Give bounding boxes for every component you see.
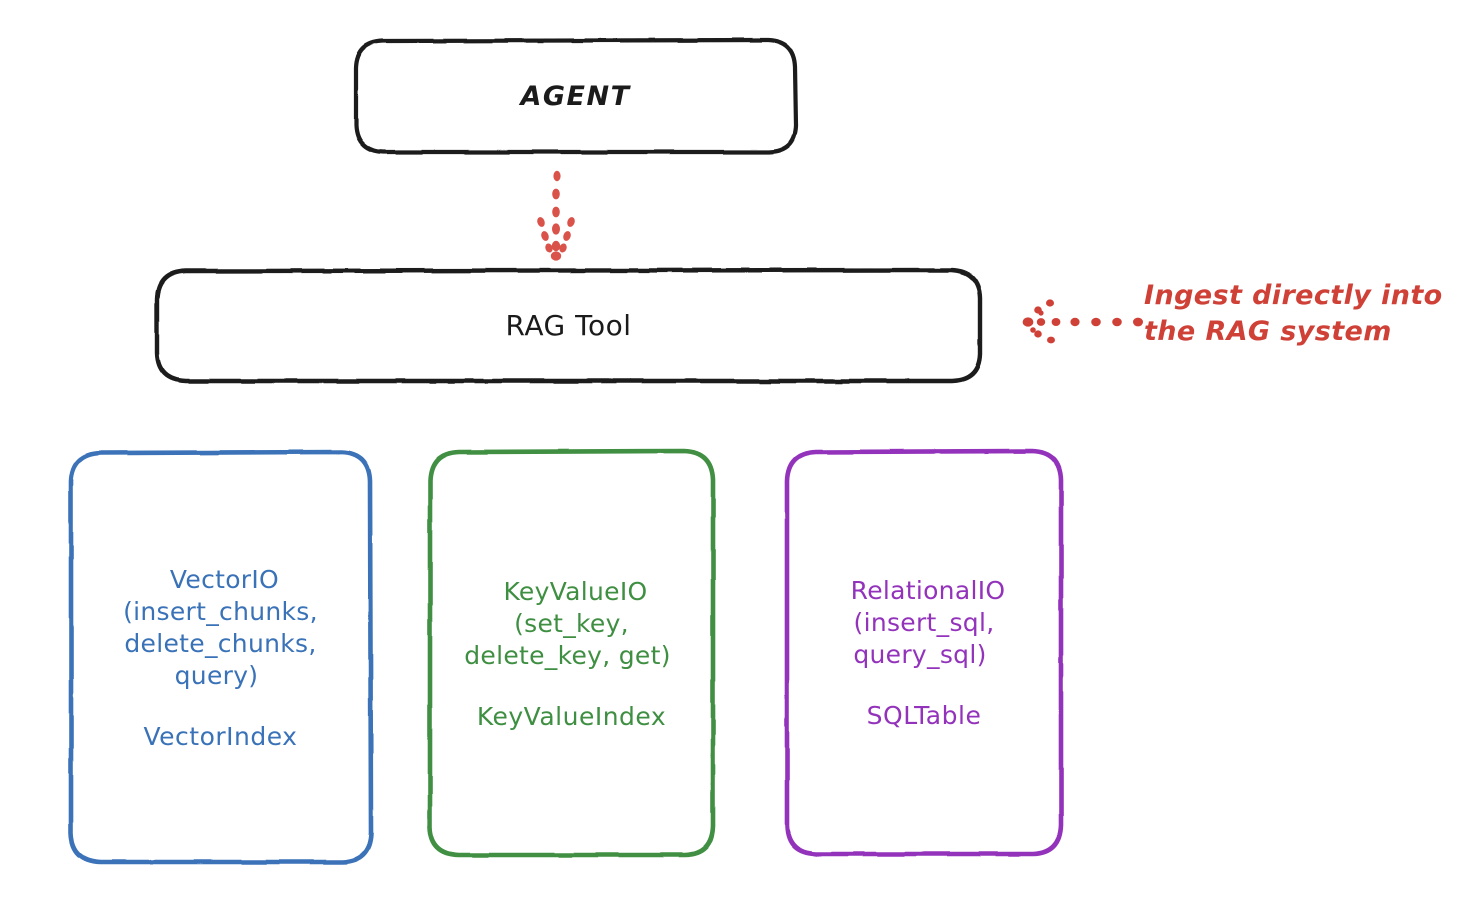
- key-value-io-node[interactable]: KeyValueIO (set_key, delete_key, get) Ke…: [429, 450, 714, 856]
- rag-tool-node[interactable]: RAG Tool: [156, 269, 981, 382]
- vector-io-api-label: VectorIO (insert_chunks, delete_chunks, …: [123, 564, 318, 690]
- key-value-index-label: KeyValueIndex: [476, 701, 667, 731]
- vector-index-label: VectorIndex: [143, 721, 298, 751]
- agent-to-rag-dotted-arrow-icon: [537, 170, 575, 261]
- relational-io-api-label: RelationalIO (insert_sql, query_sql): [850, 575, 1006, 669]
- annotation-dotted-arrow-left-icon: [1022, 299, 1143, 344]
- vector-io-node[interactable]: VectorIO (insert_chunks, delete_chunks, …: [70, 451, 371, 863]
- relational-io-node[interactable]: RelationalIO (insert_sql, query_sql) SQL…: [787, 450, 1061, 854]
- ingest-annotation-text: Ingest directly into the RAG system: [1144, 280, 1443, 347]
- key-value-io-api-label: KeyValueIO (set_key, delete_key, get): [464, 576, 671, 670]
- agent-label: AGENT: [520, 80, 631, 112]
- agent-node[interactable]: AGENT: [355, 39, 796, 153]
- rag-tool-label: RAG Tool: [505, 309, 632, 342]
- sql-table-label: SQLTable: [866, 700, 982, 730]
